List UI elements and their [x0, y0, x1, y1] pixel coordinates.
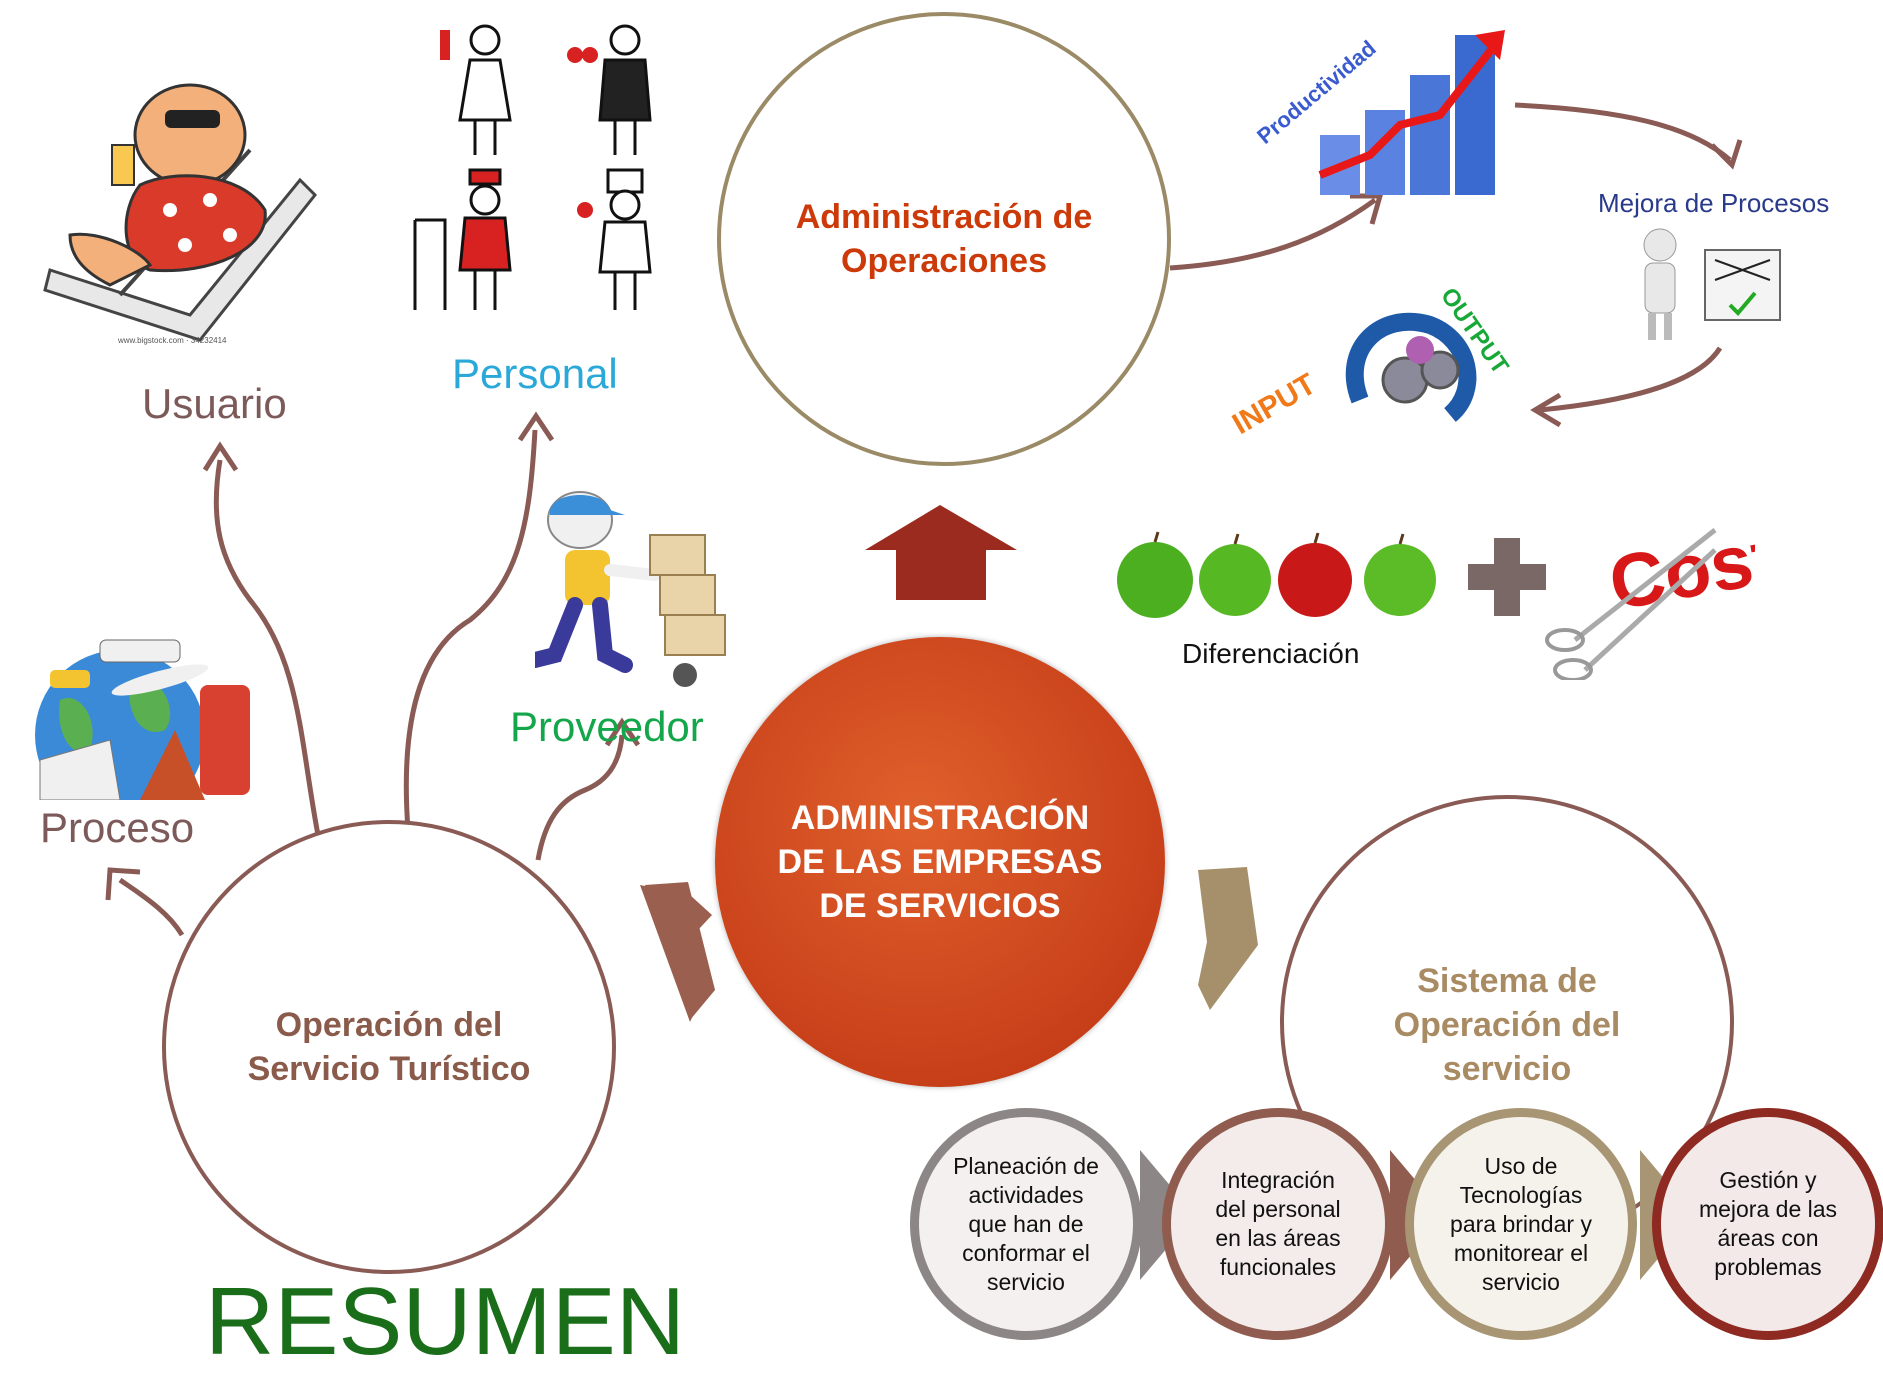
arrow-to-proveedor — [535, 734, 625, 861]
tourist-service-line-1: Operación del — [275, 1006, 503, 1044]
process-improvement-icon — [1643, 228, 1781, 340]
center-node: ADMINISTRACIÓN DE LAS EMPRESAS DE SERVIC… — [715, 637, 1165, 1087]
waiter-figure — [598, 24, 652, 155]
step-2-line-4: funcionales — [1219, 1254, 1337, 1280]
step-4: Gestión y mejora de las áreas con proble… — [1652, 1108, 1883, 1340]
productivity-chart-icon: Productividad — [1252, 30, 1505, 195]
cost-scissors-icon: Cost — [1545, 514, 1755, 680]
proceso-label: Proceso — [40, 804, 195, 851]
step-3: Uso de Tecnologías para brindar y monito… — [1405, 1108, 1637, 1340]
center-line-1: ADMINISTRACIÓN — [790, 799, 1090, 837]
arrow-to-proceso — [118, 877, 185, 937]
maid-figure — [458, 24, 512, 155]
step-2-line-2: del personal — [1215, 1196, 1341, 1222]
apples-icon — [1117, 531, 1436, 618]
arrowhead-proveedor — [604, 717, 641, 747]
relaxing-man-icon — [43, 83, 318, 342]
step-1-line-5: servicio — [987, 1268, 1065, 1295]
bigstock-watermark: www.bigstock.com · 34232414 — [118, 336, 227, 345]
up-block-arrow — [865, 505, 1017, 600]
cost-text: Cost — [1603, 514, 1755, 627]
red-apple-icon — [1278, 543, 1352, 617]
step-2-line-1: Integración — [1221, 1167, 1335, 1193]
service-system-line-2: Operación del — [1393, 1006, 1621, 1044]
chef-figure — [598, 168, 652, 310]
step-3-line-5: servicio — [1482, 1268, 1560, 1295]
green-apple-2-icon — [1199, 544, 1271, 616]
green-apple-1-icon — [1117, 542, 1193, 618]
step-4-line-4: problemas — [1714, 1254, 1822, 1280]
left-block-arrow-body — [645, 882, 715, 1020]
center-line-2: DE LAS EMPRESAS — [777, 843, 1103, 881]
step-1-line-1: Planeación de — [953, 1152, 1099, 1179]
arrowhead-personal — [517, 411, 555, 442]
proveedor-label: Proveedor — [510, 703, 704, 750]
right-block-arrow — [1198, 867, 1258, 1010]
staff-figures-icon — [413, 24, 652, 310]
operations-admin-line-1: Administración de — [795, 198, 1093, 236]
step-1: Planeación de actividades que han de con… — [910, 1108, 1142, 1340]
arrowhead-input-output — [1530, 392, 1562, 428]
operations-admin-line-2: Operaciones — [841, 242, 1047, 280]
arrowhead-proceso — [105, 867, 141, 901]
step-2: Integración del personal en las áreas fu… — [1162, 1108, 1394, 1340]
service-system-line-1: Sistema de — [1417, 962, 1597, 1000]
input-text: INPUT — [1230, 367, 1321, 441]
arrowhead-mejora — [1710, 139, 1743, 170]
input-output-gears-icon: INPUT OUTPUT — [1230, 283, 1514, 441]
arrowhead-usuario — [202, 441, 239, 472]
step-3-line-3: para brindar y — [1450, 1210, 1592, 1237]
step-3-line-4: monitorear el — [1453, 1239, 1589, 1266]
step-1-line-4: conformar el — [962, 1239, 1090, 1266]
arrow-to-productividad — [1169, 197, 1377, 271]
travel-globe-icon — [35, 639, 250, 800]
step-3-line-2: Tecnologías — [1459, 1181, 1583, 1208]
step-2-line-3: en las áreas — [1215, 1225, 1341, 1251]
usuario-label: Usuario — [142, 380, 287, 427]
step-4-line-2: mejora de las — [1698, 1196, 1838, 1222]
tourist-service-line-2: Servicio Turístico — [247, 1050, 531, 1088]
mejora-procesos-label: Mejora de Procesos — [1598, 188, 1830, 218]
step-1-line-2: actividades — [968, 1181, 1084, 1208]
diferenciacion-label: Diferenciación — [1182, 638, 1360, 669]
plus-icon — [1468, 538, 1546, 616]
personal-label: Personal — [452, 350, 618, 397]
step-3-line-1: Uso de — [1484, 1152, 1558, 1179]
step-4-line-1: Gestión y — [1719, 1167, 1817, 1193]
step-4-line-3: áreas con — [1717, 1225, 1819, 1251]
productividad-text: Productividad — [1252, 35, 1380, 148]
step-1-line-3: que han de — [968, 1210, 1084, 1237]
arrow-to-input-output — [1539, 346, 1723, 413]
delivery-man-icon — [535, 491, 726, 687]
arrowhead-productividad — [1350, 193, 1384, 225]
green-apple-3-icon — [1364, 544, 1436, 616]
bellboy-figure — [413, 168, 512, 310]
tourist-service-node: Operación del Servicio Turístico — [162, 820, 616, 1274]
center-line-3: DE SERVICIOS — [819, 887, 1061, 925]
arrow-to-personal — [403, 429, 538, 831]
resumen-title: RESUMEN — [205, 1268, 686, 1375]
operations-admin-node: Administración de Operaciones — [717, 12, 1171, 466]
service-system-line-3: servicio — [1442, 1050, 1572, 1088]
arrow-to-usuario — [213, 459, 321, 836]
